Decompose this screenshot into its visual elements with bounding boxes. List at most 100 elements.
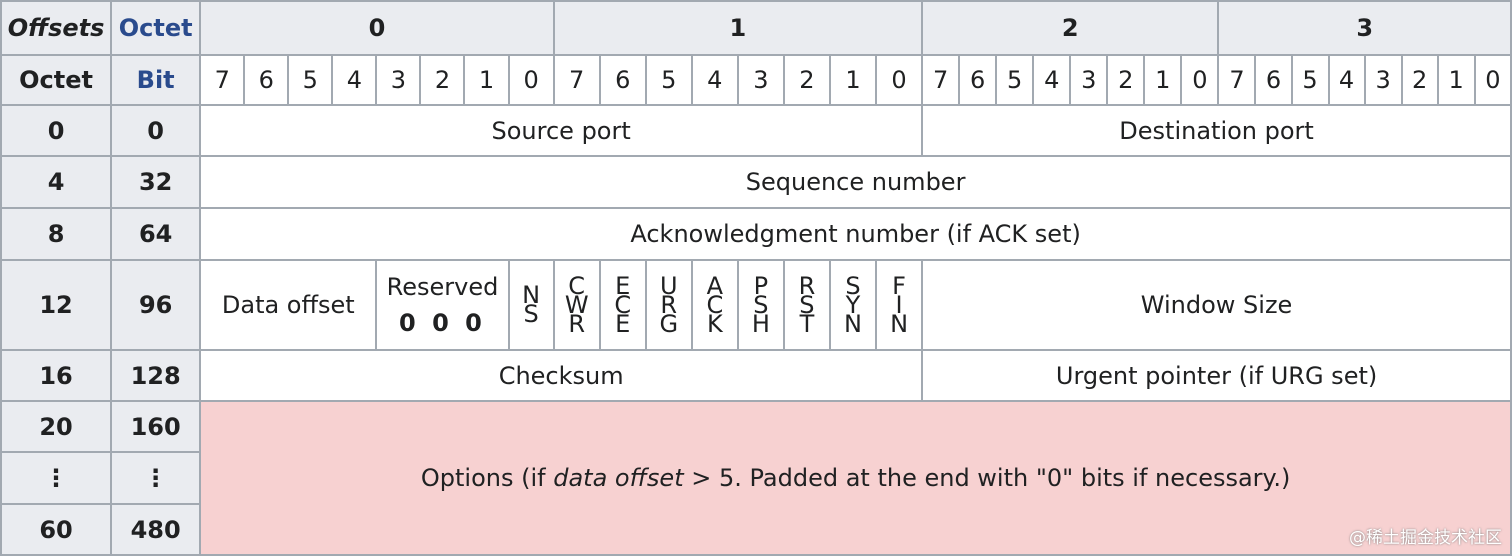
flag-letter: W xyxy=(564,290,589,319)
octet-header-1: 1 xyxy=(552,0,924,56)
destination-port-field: Destination port xyxy=(921,104,1512,157)
octet-header-0: 0 xyxy=(199,0,555,56)
table-row: 8 64 Acknowledgment number (if ACK set) xyxy=(0,207,1512,261)
bit-number: 5 xyxy=(995,54,1035,106)
flag-letter: I xyxy=(895,290,903,319)
window-size-field: Window Size xyxy=(921,259,1512,351)
flag-letter: R xyxy=(568,309,586,338)
reserved-field: Reserved 0 0 0 xyxy=(375,259,510,351)
flag-letter: N xyxy=(522,281,541,309)
bit-number: 5 xyxy=(287,54,334,106)
bit-number: 3 xyxy=(736,54,785,106)
flag-letter: A xyxy=(706,271,724,300)
octet-header-row: Offsets Octet 0 1 2 3 xyxy=(0,0,1512,56)
flag-letter: N xyxy=(890,309,909,338)
bit-number: 2 xyxy=(1400,54,1439,106)
bit-number: 1 xyxy=(1143,54,1183,106)
table-row: 20 160 Options (if data offset > 5. Padd… xyxy=(0,400,1512,556)
bit-label: Bit xyxy=(110,54,202,106)
flag-cwr: C W R xyxy=(552,259,601,351)
row-bit-offset: 480 xyxy=(110,503,202,556)
flag-letter: F xyxy=(892,271,906,300)
bit-number: 6 xyxy=(598,54,647,106)
bit-number: 3 xyxy=(1069,54,1109,106)
bit-number: 0 xyxy=(507,54,555,106)
source-port-field: Source port xyxy=(199,104,924,157)
urgent-pointer-field: Urgent pointer (if URG set) xyxy=(921,349,1512,402)
bit-number: 6 xyxy=(1254,54,1293,106)
flag-letter: T xyxy=(799,309,815,338)
row-octet-offset: 0 xyxy=(0,104,113,157)
row-octet-offset: 8 xyxy=(0,207,113,261)
flag-letter: S xyxy=(799,290,815,319)
reserved-bits: 0 0 0 xyxy=(399,309,486,337)
bit-number: 7 xyxy=(1217,54,1257,106)
bit-number: 0 xyxy=(1180,54,1220,106)
bit-number: 5 xyxy=(644,54,693,106)
bit-number: 3 xyxy=(375,54,422,106)
bit-number: 1 xyxy=(463,54,510,106)
bit-number: 7 xyxy=(199,54,246,106)
row-bit-offset: 64 xyxy=(110,207,202,261)
bit-number: 4 xyxy=(690,54,739,106)
bit-number: 0 xyxy=(1473,54,1512,106)
flag-letter: C xyxy=(614,290,632,319)
options-field: Options (if data offset > 5. Padded at t… xyxy=(199,400,1512,556)
flag-letter: R xyxy=(798,271,816,300)
flag-fin: F I N xyxy=(874,259,924,351)
flag-letter: C xyxy=(568,271,586,300)
table-row: ⋮ ⋮ xyxy=(0,451,1511,505)
flag-letter: E xyxy=(615,271,631,300)
bit-number: 4 xyxy=(331,54,378,106)
bit-number: 2 xyxy=(1106,54,1146,106)
bit-number: 6 xyxy=(243,54,290,106)
flag-letter: K xyxy=(706,309,723,338)
flag-rst: R S T xyxy=(782,259,831,351)
row-octet-offset: 12 xyxy=(0,259,113,351)
bit-number: 6 xyxy=(958,54,998,106)
bit-number: 5 xyxy=(1290,54,1330,106)
row-octet-offset: 60 xyxy=(0,503,113,556)
bit-number: 7 xyxy=(552,54,601,106)
flag-letter: Y xyxy=(845,290,861,319)
table-row: 0 0 Source port Destination port xyxy=(0,104,1512,157)
acknowledgment-number-field: Acknowledgment number (if ACK set) xyxy=(199,207,1512,261)
flag-letter: U xyxy=(659,271,678,300)
row-octet-offset: 16 xyxy=(0,349,113,402)
octet-header-2: 2 xyxy=(921,0,1220,56)
row-bit-offset: 0 xyxy=(110,104,202,157)
flag-letter: R xyxy=(660,290,678,319)
flag-letter: H xyxy=(751,309,770,338)
bit-number: 1 xyxy=(1436,54,1476,106)
flag-letter: S xyxy=(523,300,539,328)
table-row: 60 480 xyxy=(0,503,1511,556)
octet-label: Octet xyxy=(110,0,202,56)
octet-header-3: 3 xyxy=(1217,0,1512,56)
flag-ece: E C E xyxy=(598,259,647,351)
octet-row-label: Octet xyxy=(0,54,113,106)
flag-letter: S xyxy=(845,271,861,300)
row-octet-offset: ⋮ xyxy=(0,451,113,505)
flag-ack: A C K xyxy=(690,259,739,351)
table-row: 4 32 Sequence number xyxy=(0,155,1512,209)
bit-number: 2 xyxy=(419,54,466,106)
flag-letter: N xyxy=(843,309,862,338)
flag-ns: N S xyxy=(507,259,555,351)
row-bit-offset: 128 xyxy=(110,349,202,402)
row-bit-offset: 32 xyxy=(110,155,202,209)
row-bit-offset: 96 xyxy=(110,259,202,351)
bit-number: 1 xyxy=(828,54,877,106)
row-bit-offset: 160 xyxy=(110,400,202,453)
watermark: @稀土掘金技术社区 xyxy=(1349,528,1502,548)
bit-number: 4 xyxy=(1032,54,1072,106)
flag-urg: U R G xyxy=(644,259,693,351)
checksum-field: Checksum xyxy=(199,349,924,402)
flag-letter: P xyxy=(753,271,769,300)
flag-letter: G xyxy=(659,309,679,338)
row-bit-offset: ⋮ xyxy=(110,451,202,505)
offsets-label: Offsets xyxy=(0,0,113,56)
bit-number: 3 xyxy=(1363,54,1403,106)
data-offset-field: Data offset xyxy=(199,259,378,351)
options-text-suffix: > 5. Padded at the end with "0" bits if … xyxy=(683,464,1291,492)
